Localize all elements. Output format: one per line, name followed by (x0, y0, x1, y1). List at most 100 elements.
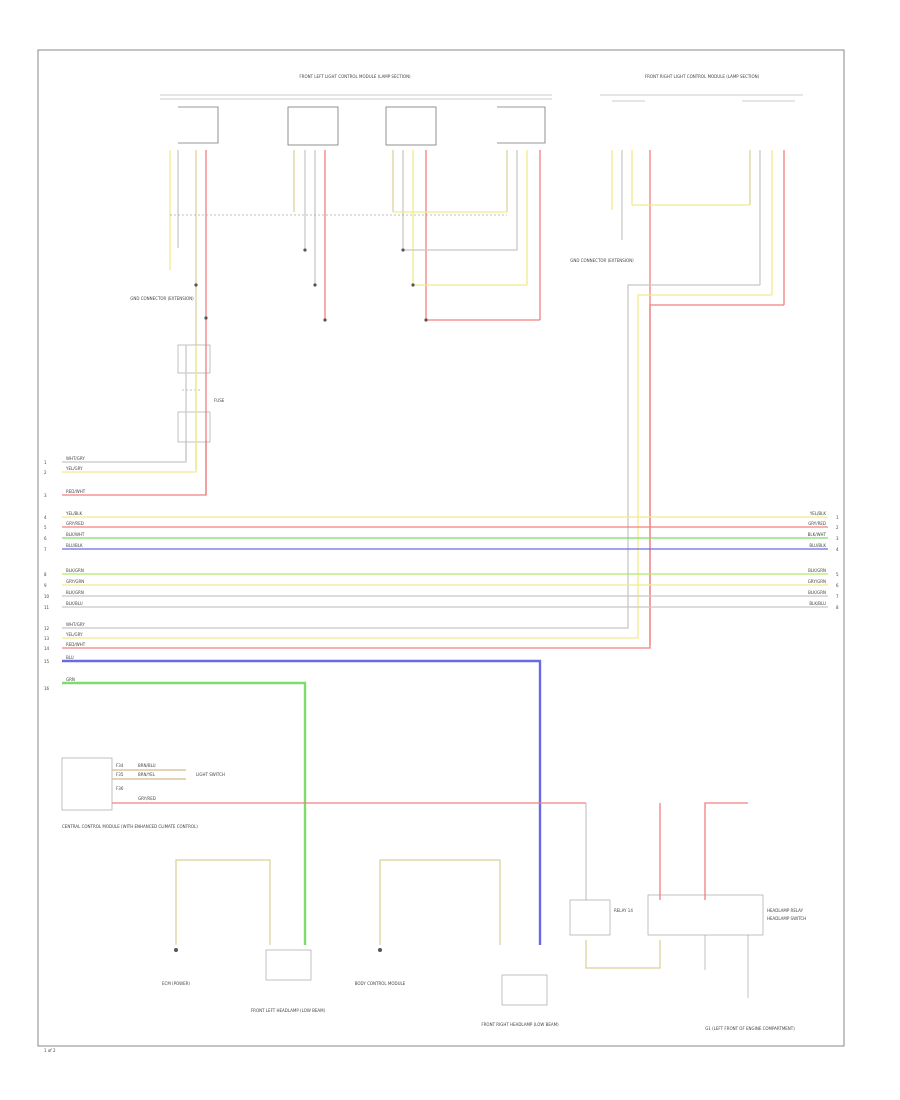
svg-text:BLK/GRN: BLK/GRN (66, 590, 84, 595)
svg-text:10: 10 (44, 594, 50, 599)
blue-main-wire (62, 659, 542, 945)
right-wire-labels: YEL/BLK 1 GRY/RED 2 BLK/WHT 3 BLU/BLK 4 … (808, 511, 839, 610)
relay-left-label: RELAY 14 (614, 908, 633, 913)
left-headlamp-loop (175, 859, 271, 945)
module-output-wires: BRN/BLU BRN/YEL F34 F35 F36 GRY/RED LIGH… (112, 763, 586, 804)
svg-text:4: 4 (836, 547, 839, 552)
svg-text:5: 5 (836, 572, 839, 577)
ecm-device-label: ECM (POWER) (162, 981, 190, 986)
lamp-component-1 (178, 106, 219, 144)
svg-text:3: 3 (836, 536, 839, 541)
front-right-module-label: FRONT RIGHT LIGHT CONTROL MODULE (LAMP S… (645, 74, 760, 79)
right-headlamp-unit (501, 974, 548, 1006)
svg-text:LIGHT SWITCH: LIGHT SWITCH (196, 772, 225, 777)
svg-text:1: 1 (836, 515, 839, 520)
svg-text:15: 15 (44, 659, 50, 664)
fuse-connector-label: FUSE (214, 398, 225, 403)
lamp-component-4 (497, 106, 546, 144)
bus-wires (62, 516, 828, 608)
svg-text:1: 1 (44, 460, 47, 465)
svg-text:5: 5 (44, 525, 47, 530)
svg-text:GRY/GRN: GRY/GRN (808, 579, 826, 584)
right-red-return (62, 304, 784, 649)
inline-connector-top (177, 344, 211, 374)
svg-text:F35: F35 (116, 772, 124, 777)
right-wire-group-1 (611, 150, 651, 645)
svg-text:WHT/GRY: WHT/GRY (66, 622, 85, 627)
svg-text:BLU: BLU (66, 655, 74, 660)
svg-text:13: 13 (44, 636, 50, 641)
yellow-gray-drop (62, 440, 197, 473)
svg-text:BLK/WHT: BLK/WHT (808, 532, 827, 537)
gray-return (403, 248, 518, 251)
wire-group-2 (293, 150, 326, 320)
svg-text:BLK/BLU: BLK/BLU (809, 601, 826, 606)
bcm-terminal (378, 948, 382, 952)
red-white-drop (62, 440, 207, 496)
svg-text:BLK/GRN: BLK/GRN (66, 568, 84, 573)
headlamp-relay-label: HEADLAMP RELAY (767, 908, 804, 913)
headlamp-relay-box (647, 894, 764, 936)
lamp-component-3 (385, 106, 437, 146)
terminal-dots (194, 248, 428, 322)
svg-text:BRN/BLU: BRN/BLU (138, 763, 156, 768)
svg-text:12: 12 (44, 626, 50, 631)
svg-text:RED/WHT: RED/WHT (66, 642, 86, 647)
svg-text:BRN/YEL: BRN/YEL (138, 772, 156, 777)
right-wire-group-2 (749, 150, 785, 305)
wire-group-1 (169, 150, 207, 495)
ground-connector-right-label: GND CONNECTOR (EXTENSION) (570, 258, 634, 263)
svg-text:YEL/GRY: YEL/GRY (65, 632, 83, 637)
central-control-module-label: CENTRAL CONTROL MODULE (WITH ENHANCED CL… (62, 824, 198, 829)
svg-text:GRN: GRN (66, 677, 75, 682)
ground-connector-left-label: GND CONNECTOR (EXTENSION) (130, 296, 194, 301)
right-headlamp-label: FRONT RIGHT HEADLAMP (LOW BEAM) (481, 1022, 559, 1027)
lamp-component-2 (287, 106, 339, 146)
svg-text:RED/WHT: RED/WHT (66, 489, 86, 494)
svg-text:GRY/RED: GRY/RED (808, 521, 826, 526)
svg-text:4: 4 (44, 515, 47, 520)
svg-text:14: 14 (44, 646, 50, 651)
ground-g1-label: G1 (LEFT FRONT OF ENGINE COMPARTMENT) (705, 1026, 795, 1031)
svg-text:11: 11 (44, 605, 50, 610)
relay-feed-red-b (704, 802, 748, 900)
headlamp-switch-label: HEADLAMP SWITCH (767, 916, 806, 921)
svg-text:BLU/BLK: BLU/BLK (809, 543, 826, 548)
wire-group-3 (392, 150, 427, 320)
svg-text:BLK/WHT: BLK/WHT (66, 532, 85, 537)
svg-text:BLK/BLU: BLK/BLU (66, 601, 83, 606)
svg-text:GRY/RED: GRY/RED (66, 521, 84, 526)
green-main-wire (62, 681, 307, 945)
svg-text:BLU/BLK: BLU/BLK (66, 543, 83, 548)
relay-left-box (569, 899, 611, 936)
inline-connector-bottom (177, 411, 211, 443)
wire-group-4 (506, 150, 541, 320)
svg-text:7: 7 (836, 594, 839, 599)
left-headlamp-unit (265, 949, 312, 981)
svg-text:YEL/BLK: YEL/BLK (809, 511, 827, 516)
svg-text:F34: F34 (116, 763, 124, 768)
svg-text:6: 6 (836, 583, 839, 588)
svg-text:BLK/GRN: BLK/GRN (808, 568, 826, 573)
svg-text:2: 2 (836, 525, 839, 530)
page-number: 1 of 2 (44, 1048, 56, 1053)
svg-text:6: 6 (44, 536, 47, 541)
svg-text:9: 9 (44, 583, 47, 588)
svg-text:GRY/RED: GRY/RED (138, 796, 156, 801)
right-gray-return (62, 284, 760, 629)
svg-text:16: 16 (44, 686, 50, 691)
svg-text:GRY/GRN: GRY/GRN (66, 579, 84, 584)
svg-text:8: 8 (44, 572, 47, 577)
svg-text:2: 2 (44, 470, 47, 475)
bcm-device-label: BODY CONTROL MODULE (355, 981, 406, 986)
svg-text:BLK/GRN: BLK/GRN (808, 590, 826, 595)
diagram-frame (37, 49, 845, 1047)
svg-text:YEL/BLK: YEL/BLK (65, 511, 83, 516)
left-headlamp-label: FRONT LEFT HEADLAMP (LOW BEAM) (251, 1008, 326, 1013)
central-control-module (61, 757, 113, 811)
svg-text:3: 3 (44, 493, 47, 498)
right-yellow-return (62, 294, 772, 639)
relay-olive-link (585, 940, 661, 969)
svg-text:YEL/GRY: YEL/GRY (65, 466, 83, 471)
